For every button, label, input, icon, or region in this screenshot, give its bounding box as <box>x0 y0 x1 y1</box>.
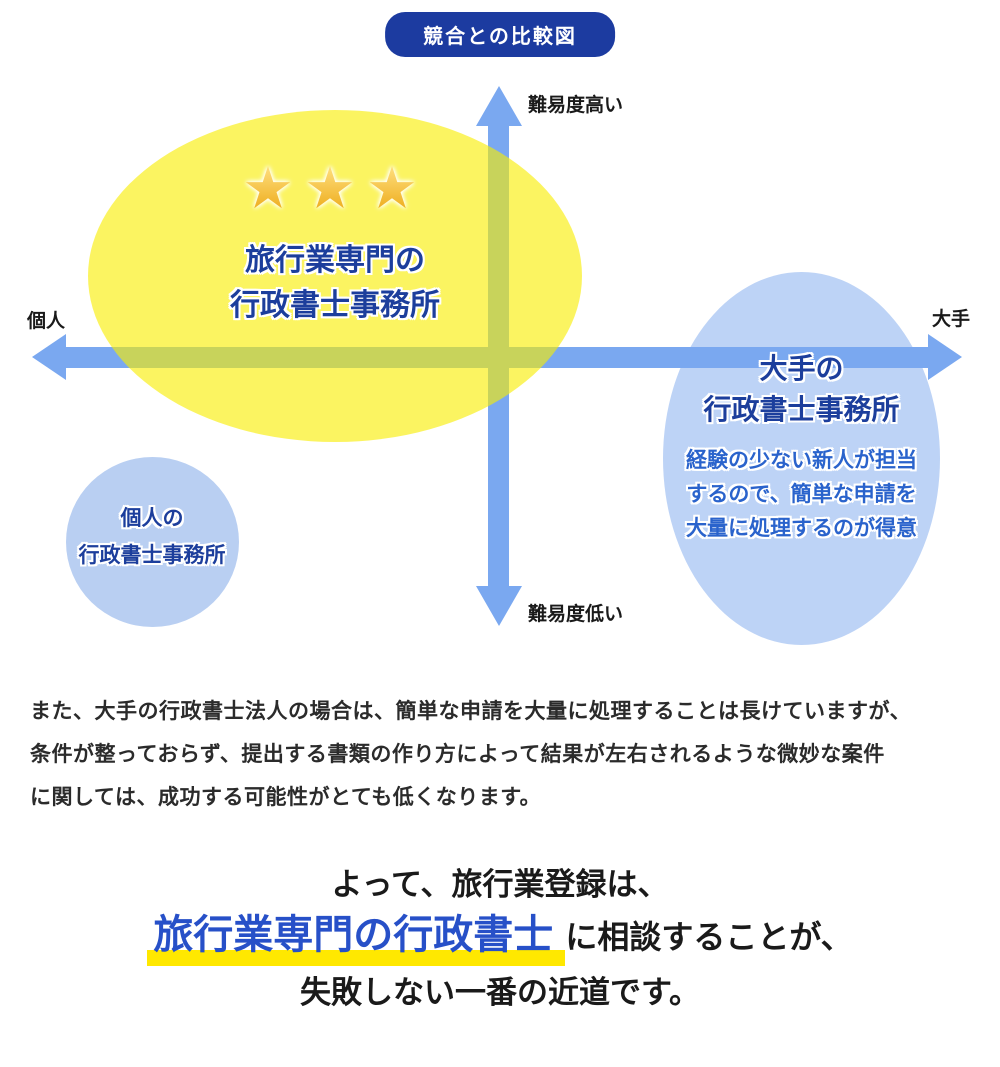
body-paragraph-line3: に関しては、成功する可能性がとても低くなります。 <box>30 786 542 809</box>
specialist-bubble-label-line2: 行政書士事務所 <box>230 289 440 322</box>
body-paragraph-line2: 条件が整っておらず、提出する書類の作り方によって結果が左右されるような微妙な案件 <box>30 743 885 766</box>
axis-label-difficulty-high: 難易度高い <box>528 95 624 116</box>
three-stars-icon: ★★★ <box>88 160 582 218</box>
major-bubble-label-line2: 行政書士事務所 <box>703 394 900 425</box>
major-bubble-label: 大手の 行政書士事務所 <box>663 348 940 430</box>
title-badge: 競合との比較図 <box>385 12 615 57</box>
arrowhead-right-icon <box>928 334 962 380</box>
individual-bubble-label-line2: 行政書士事務所 <box>78 544 226 567</box>
major-bubble-description-line1: 経験の少ない新人が担当 <box>686 449 917 472</box>
axis-label-difficulty-low: 難易度低い <box>528 604 624 625</box>
arrowhead-up-icon <box>476 86 522 126</box>
conclusion-line1: よって、旅行業登録は、 <box>331 867 669 902</box>
conclusion-highlight: 旅行業専門の行政書士 <box>147 913 566 966</box>
conclusion-line2-suffix: に相談することが、 <box>565 919 853 955</box>
individual-bubble <box>66 457 239 627</box>
major-bubble <box>663 272 940 645</box>
specialist-bubble <box>88 110 582 442</box>
individual-bubble-label-line1: 個人の <box>120 507 184 530</box>
axis-label-major: 大手 <box>932 309 971 330</box>
major-bubble-description-line2: するので、簡単な申請を <box>686 483 917 506</box>
arrowhead-down-icon <box>476 586 522 626</box>
arrowhead-left-icon <box>32 334 66 380</box>
major-bubble-label-line1: 大手の <box>759 353 844 384</box>
conclusion: よって、旅行業登録は、 旅行業専門の行政書士に相談することが、 失敗しない一番の… <box>0 864 1000 1014</box>
major-bubble-description: 経験の少ない新人が担当 するので、簡単な申請を 大量に処理するのが得意 <box>655 444 948 546</box>
individual-bubble-label: 個人の 行政書士事務所 <box>52 500 252 574</box>
conclusion-line3: 失敗しない一番の近道です。 <box>300 975 700 1010</box>
body-paragraph: また、大手の行政書士法人の場合は、簡単な申請を大量に処理することは長けていますが… <box>30 690 980 819</box>
specialist-bubble-label-line1: 旅行業専門の <box>245 244 425 277</box>
conclusion-line2: 旅行業専門の行政書士に相談することが、 <box>0 908 1000 966</box>
body-paragraph-line1: また、大手の行政書士法人の場合は、簡単な申請を大量に処理することは長けていますが… <box>30 700 912 723</box>
major-bubble-description-line3: 大量に処理するのが得意 <box>686 517 917 540</box>
axis-label-individual: 個人 <box>27 311 66 332</box>
specialist-bubble-label: 旅行業専門の 行政書士事務所 <box>88 238 582 328</box>
